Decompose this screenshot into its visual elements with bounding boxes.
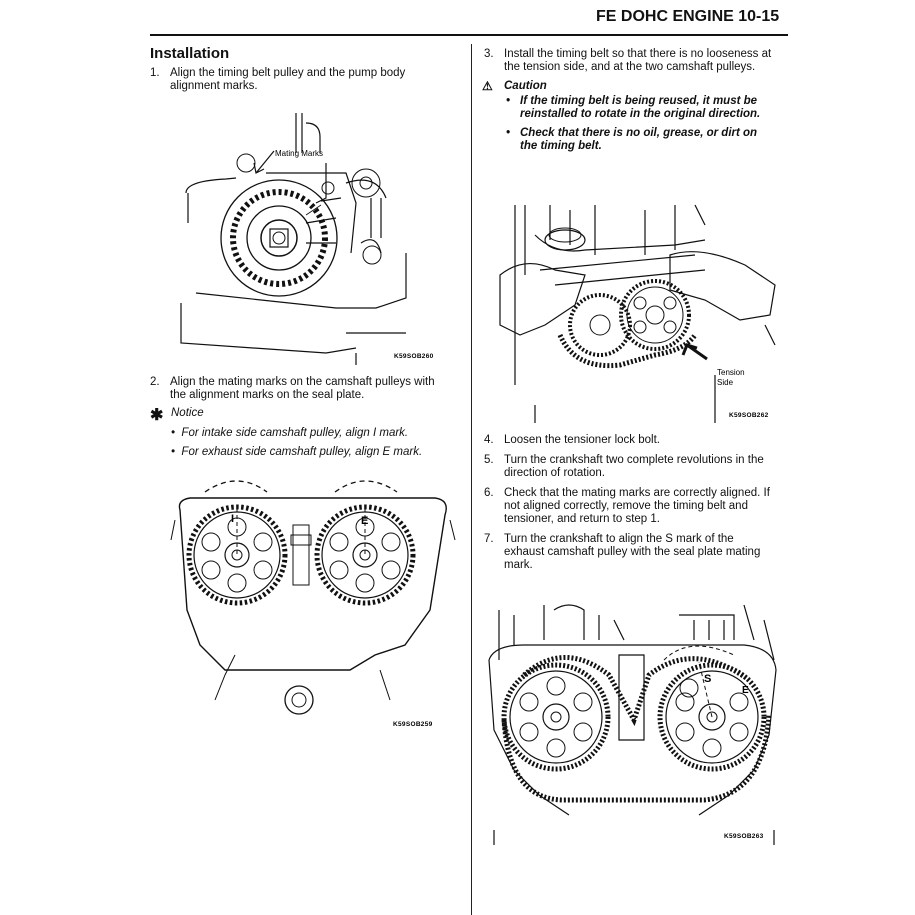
column-divider [471,44,472,915]
step-1: 1. Align the timing belt pulley and the … [150,67,460,95]
step-text-line: direction of rotation. [504,467,606,479]
exhaust-pulley [657,662,767,772]
step-text-line: Install the timing belt so that there is… [504,48,772,60]
step-3: 3. Install the timing belt so that there… [484,48,794,76]
step-number: 5. [484,454,494,466]
section-heading: Installation [150,45,230,62]
step-number: 3. [484,48,494,60]
step-text-line: Check that the mating marks are correctl… [504,487,770,499]
step-4: 4. Loosen the tensioner lock bolt. [484,434,794,448]
intake-mark: I [231,513,234,525]
figure-callout: Side [717,378,734,387]
step-text-line: exhaust camshaft pulley with the seal pl… [504,546,761,558]
exhaust-mark: E [742,685,749,696]
step-text-line: Turn the crankshaft to align the S mark … [504,533,734,545]
intake-pulley [501,662,611,772]
figure-callout: Mating Marks [275,149,323,158]
caution-icon: ⚠ [482,79,493,93]
step-text-line: the tension side, and at the two camshaf… [504,61,756,73]
figure-code: K59SOB259 [393,721,433,728]
notice-item-text: For exhaust side camshaft pulley, align … [181,446,423,458]
figure-code: K59SOB260 [394,353,434,360]
step-text-line: tensioner, and return to step 1. [504,513,660,525]
page-header-title: FE DOHC ENGINE 10-15 [596,8,780,25]
exhaust-mark: E [361,515,368,527]
step-text-line: mark. [504,559,533,571]
notice-item-text: For intake side camshaft pulley, align I… [181,427,409,439]
caution-item-text: If the timing belt is being reused, it m… [520,95,758,107]
notice-item: • For exhaust side camshaft pulley, alig… [171,446,423,458]
caution-item-text: Check that there is no oil, grease, or d… [520,127,758,139]
figure-camshaft-pulleys: I E K59SOB259 [170,480,456,728]
step-text-line: Align the mating marks on the camshaft p… [170,376,435,388]
caution-item: • [506,95,511,107]
step-number: 7. [484,533,494,545]
notice-label: Notice [171,407,204,419]
step-text-line: alignment marks. [170,80,258,92]
step-number: 6. [484,487,494,499]
step-number: 2. [150,376,160,388]
step-7: 7. Turn the crankshaft to align the S ma… [484,533,794,575]
caution-item-text: the timing belt. [520,140,602,152]
step-5: 5. Turn the crankshaft two complete revo… [484,454,794,482]
header-rule [150,34,788,36]
figure-s-mark-alignment: S E K59SOB263 [488,604,777,845]
figure-callout: Tension [717,368,745,377]
figure-code: K59SOB262 [729,412,769,419]
step-text-line: not aligned correctly, remove the timing… [504,500,748,512]
s-mark: S [704,673,711,685]
step-text-line: Loosen the tensioner lock bolt. [504,434,660,446]
step-number: 1. [150,67,160,79]
step-text-line: the alignment marks on the seal plate. [170,389,365,401]
notice-icon: ✱ [150,407,164,424]
caution-item-text: reinstalled to rotate in the original di… [520,108,761,120]
step-6: 6. Check that the mating marks are corre… [484,487,794,529]
figure-timing-pulley: Mating Marks K59SOB260 [180,113,434,365]
step-number: 4. [484,434,494,446]
caution-label: Caution [504,80,547,92]
caution-item: • [506,127,511,139]
intake-pulley [186,504,288,606]
notice-item: • For intake side camshaft pulley, align… [171,427,409,439]
step-text-line: Turn the crankshaft two complete revolut… [504,454,764,466]
figure-code: K59SOB263 [724,833,764,840]
step-2: 2. Align the mating marks on the camshaf… [150,376,460,404]
step-text-line: Align the timing belt pulley and the pum… [170,67,406,79]
figure-install-belt: Tension Side K59SOB262 [499,204,776,423]
